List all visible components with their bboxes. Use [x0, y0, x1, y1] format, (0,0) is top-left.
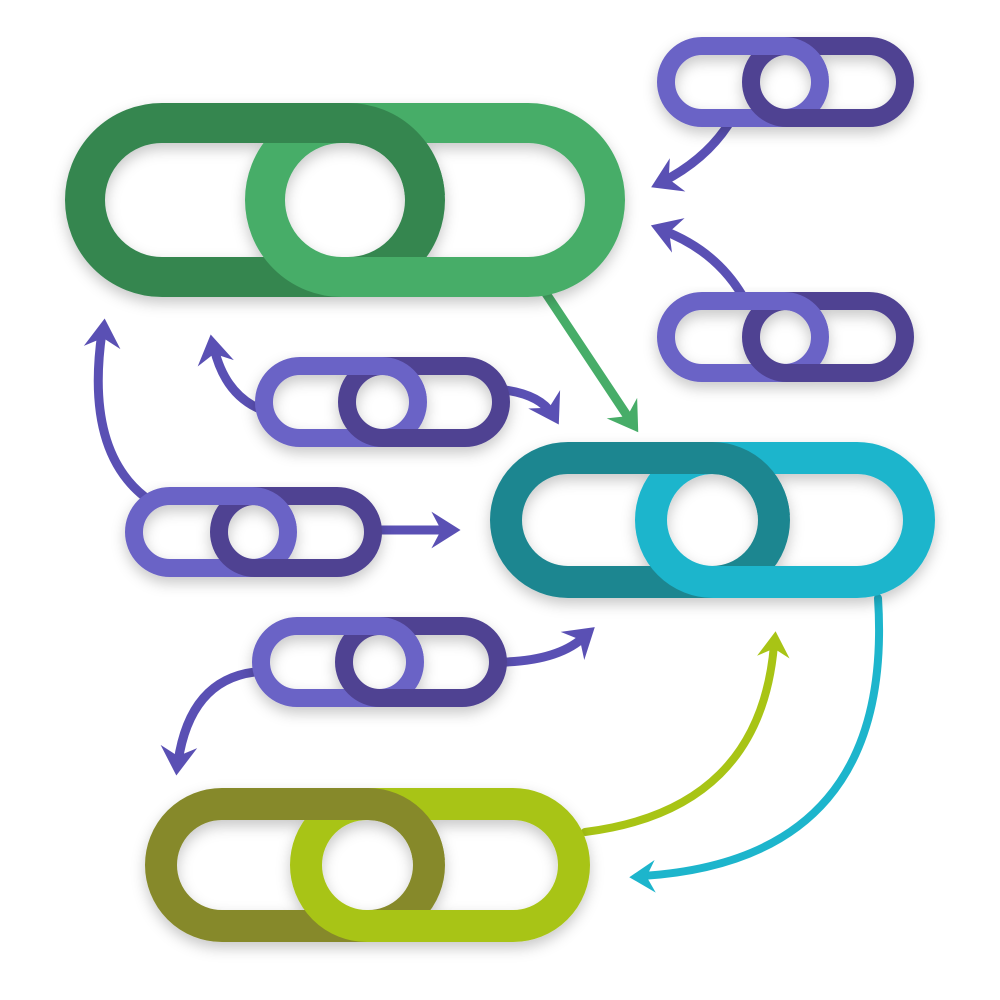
chain-link-teal — [490, 442, 935, 598]
arrow-teal-to-olive — [629, 594, 883, 893]
arrowhead-icon — [757, 631, 790, 659]
arrow-shaft — [540, 287, 635, 425]
arrow-shaft — [500, 631, 590, 667]
arrowhead-icon — [650, 218, 685, 253]
arrow-shaft — [657, 225, 747, 300]
link-ring-right — [338, 357, 510, 447]
arrowhead-icon — [160, 744, 198, 776]
arrow-shaft — [173, 667, 260, 767]
chain-link-small-2 — [657, 292, 914, 382]
arrowhead-icon — [629, 860, 656, 893]
link-ring-left-overlap — [245, 103, 445, 195]
arrow-shaft — [638, 594, 883, 880]
arrow-olive-to-teal — [581, 631, 790, 836]
link-ring-left-overlap — [338, 357, 427, 397]
arrow-shaft — [93, 327, 150, 502]
link-ring-right — [290, 788, 590, 942]
chain-link-small-3 — [255, 357, 510, 447]
arrow-link2-to-main — [650, 218, 747, 300]
links-layer — [65, 37, 935, 942]
link-ring-left-overlap — [742, 37, 829, 77]
arrowhead-icon — [651, 158, 686, 192]
arrow-green-to-teal — [540, 287, 639, 433]
arrow-link4-right — [375, 511, 461, 549]
link-ring-left-overlap — [635, 442, 790, 515]
arrow-link3-up — [197, 334, 267, 415]
link-ring-right — [210, 487, 382, 577]
link-ring-right — [245, 103, 625, 297]
arrow-shaft — [657, 120, 733, 187]
link-ring-right — [742, 37, 914, 127]
link-ring-right — [335, 617, 507, 707]
link-ring-left-overlap — [210, 487, 297, 527]
link-ring-left-overlap — [290, 788, 445, 860]
arrow-link5-down — [160, 667, 260, 776]
arrowhead-icon — [197, 334, 234, 367]
link-ring-right — [635, 442, 935, 598]
arrow-link4-up — [83, 318, 150, 502]
chain-link-small-4 — [125, 487, 382, 577]
arrow-shaft — [209, 343, 267, 415]
arrows-layer — [83, 120, 883, 893]
arrowhead-icon — [606, 397, 639, 433]
arrowhead-icon — [528, 390, 561, 425]
arrowhead-icon — [431, 511, 461, 549]
arrowhead-icon — [83, 318, 121, 350]
arrow-shaft — [581, 641, 778, 836]
link-ring-right — [742, 292, 914, 382]
arrow-link5-right — [500, 627, 595, 667]
arrow-link1-to-main — [651, 120, 733, 192]
link-ring-left-overlap — [335, 617, 424, 657]
arrowhead-icon — [560, 627, 595, 660]
chain-link-small-1 — [657, 37, 914, 127]
chain-link-small-5 — [252, 617, 507, 707]
arrow-link3-right — [500, 385, 561, 425]
chain-link-olive — [145, 788, 590, 942]
link-ring-left-overlap — [742, 292, 829, 332]
chain-link-green — [65, 103, 625, 297]
